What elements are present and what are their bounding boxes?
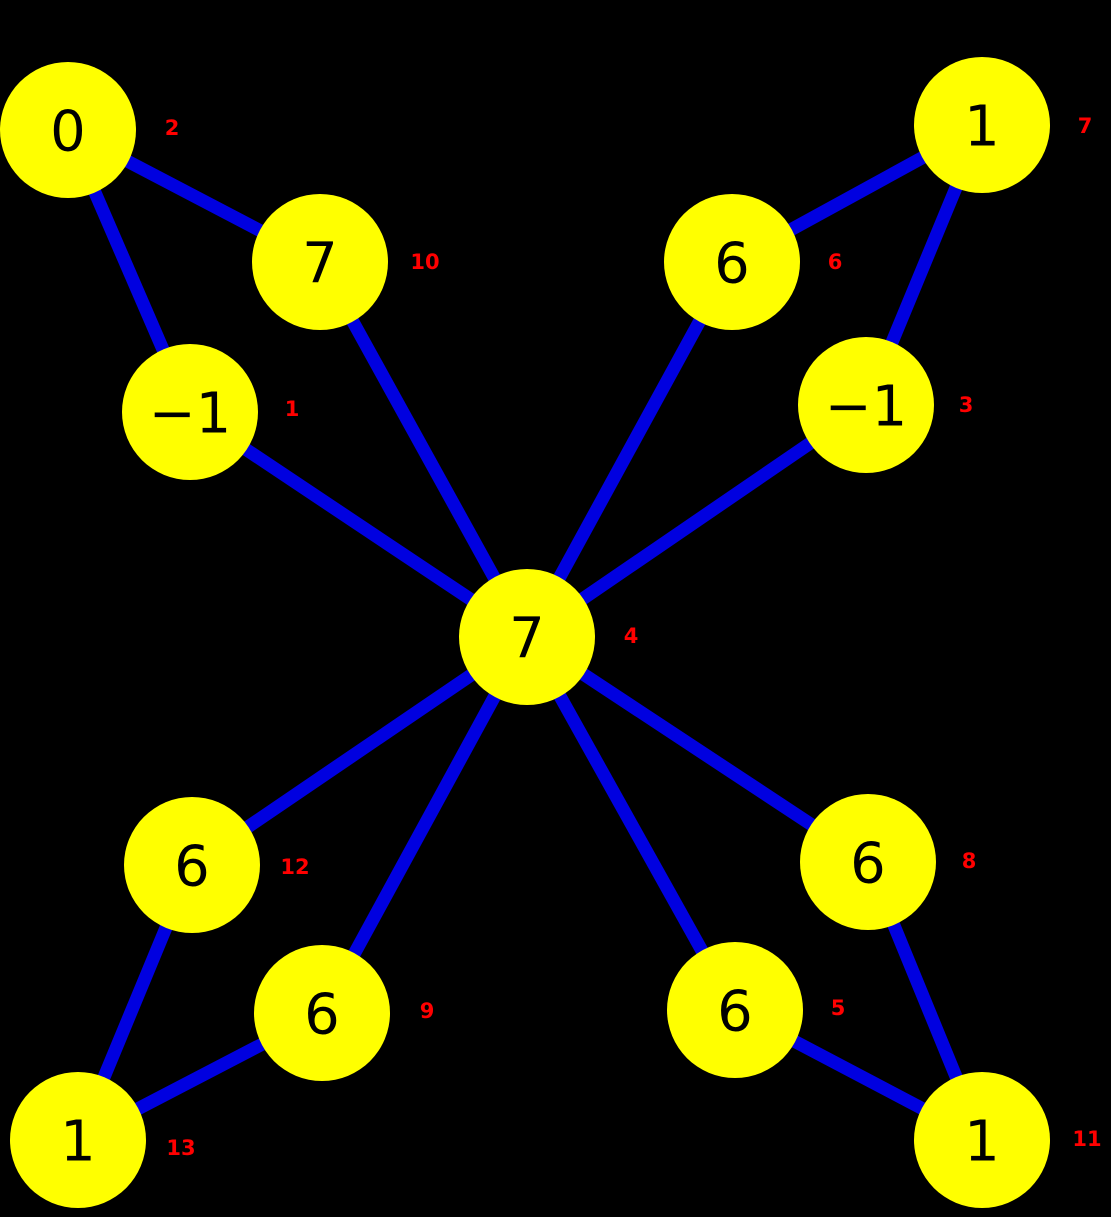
node-index-label: 1	[285, 397, 300, 421]
graph-node[interactable]: 6	[800, 794, 936, 930]
node-index-label: 9	[420, 999, 435, 1023]
node-value-label: −1	[149, 382, 232, 447]
graph-node[interactable]: 0	[0, 62, 136, 198]
graph-edge	[314, 258, 533, 641]
node-index-label: 10	[410, 250, 439, 274]
graph-node[interactable]: 6	[254, 945, 390, 1081]
node-value-label: 1	[964, 95, 1000, 160]
node-circle[interactable]	[122, 344, 258, 480]
node-circle[interactable]	[667, 942, 803, 1078]
graph-node[interactable]: 6	[664, 194, 800, 330]
node-layer: −1 0 −1 7 6 6 1 6 6 7 1 6 1	[0, 57, 1050, 1208]
node-value-label: 1	[964, 1110, 1000, 1175]
node-circle[interactable]	[459, 569, 595, 705]
graph-edge	[316, 633, 533, 1017]
graph-node[interactable]: 1	[914, 57, 1050, 193]
node-index-label: 4	[624, 624, 639, 648]
node-circle[interactable]	[798, 337, 934, 473]
node-circle[interactable]	[124, 797, 260, 933]
node-circle[interactable]	[252, 194, 388, 330]
graph-edge	[521, 633, 741, 1014]
node-index-label: 12	[280, 855, 309, 879]
node-value-label: 6	[174, 835, 210, 900]
node-value-label: 1	[60, 1110, 96, 1175]
node-index-label: 5	[831, 996, 846, 1020]
node-index-label: 11	[1072, 1127, 1101, 1151]
node-index-label: 13	[166, 1136, 195, 1160]
graph-edge	[523, 631, 872, 868]
graph-node[interactable]: 6	[124, 797, 260, 933]
graph-edge	[521, 258, 738, 641]
node-index-label: 7	[1078, 114, 1093, 138]
node-value-label: 0	[50, 100, 86, 165]
graph-node[interactable]: 1	[914, 1072, 1050, 1208]
graph-node[interactable]: −1	[798, 337, 934, 473]
node-value-label: 6	[714, 232, 750, 297]
node-circle[interactable]	[664, 194, 800, 330]
graph-node[interactable]: 6	[667, 942, 803, 1078]
graph-edge	[523, 399, 870, 643]
node-value-label: 7	[302, 232, 338, 297]
node-value-label: −1	[825, 375, 908, 440]
node-index-label: 3	[959, 393, 974, 417]
node-circle[interactable]	[800, 794, 936, 930]
node-circle[interactable]	[914, 57, 1050, 193]
node-circle[interactable]	[914, 1072, 1050, 1208]
graph-node[interactable]: 7	[252, 194, 388, 330]
node-value-label: 6	[717, 980, 753, 1045]
node-value-label: 6	[850, 832, 886, 897]
node-value-label: 6	[304, 983, 340, 1048]
graph-node[interactable]: 7	[459, 569, 595, 705]
node-index-label: 6	[828, 250, 843, 274]
node-value-label: 7	[509, 607, 545, 672]
node-circle[interactable]	[254, 945, 390, 1081]
graph-node[interactable]: −1	[122, 344, 258, 480]
node-index-label: 8	[962, 849, 977, 873]
node-index-label: 2	[165, 116, 180, 140]
graph-node[interactable]: 1	[10, 1072, 146, 1208]
node-circle[interactable]	[0, 62, 136, 198]
node-circle[interactable]	[10, 1072, 146, 1208]
